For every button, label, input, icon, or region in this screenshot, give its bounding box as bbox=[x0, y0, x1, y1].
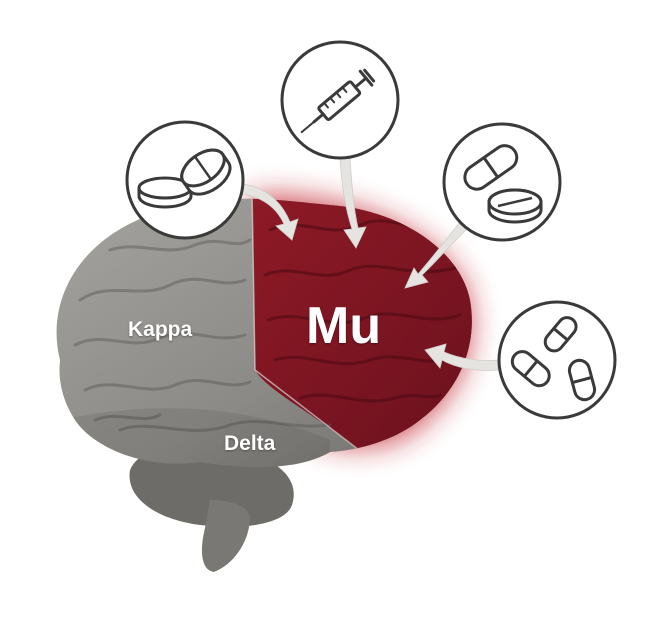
tablets-icon bbox=[125, 120, 245, 240]
mu-region bbox=[252, 198, 472, 468]
brain-stem bbox=[201, 500, 250, 572]
mu-label: Mu bbox=[306, 297, 382, 355]
kappa-label: Kappa bbox=[128, 318, 193, 341]
capsule-and-tablet-icon bbox=[442, 122, 562, 242]
syringe-icon bbox=[280, 40, 400, 160]
arrow-tablets bbox=[237, 182, 299, 241]
arrow-syringe bbox=[339, 157, 367, 249]
arrow-capsule-tablet bbox=[404, 221, 467, 289]
delta-label: Delta bbox=[224, 432, 276, 455]
arrows bbox=[237, 157, 499, 371]
arrow-capsules bbox=[424, 343, 499, 371]
capsules-icon bbox=[497, 300, 617, 420]
